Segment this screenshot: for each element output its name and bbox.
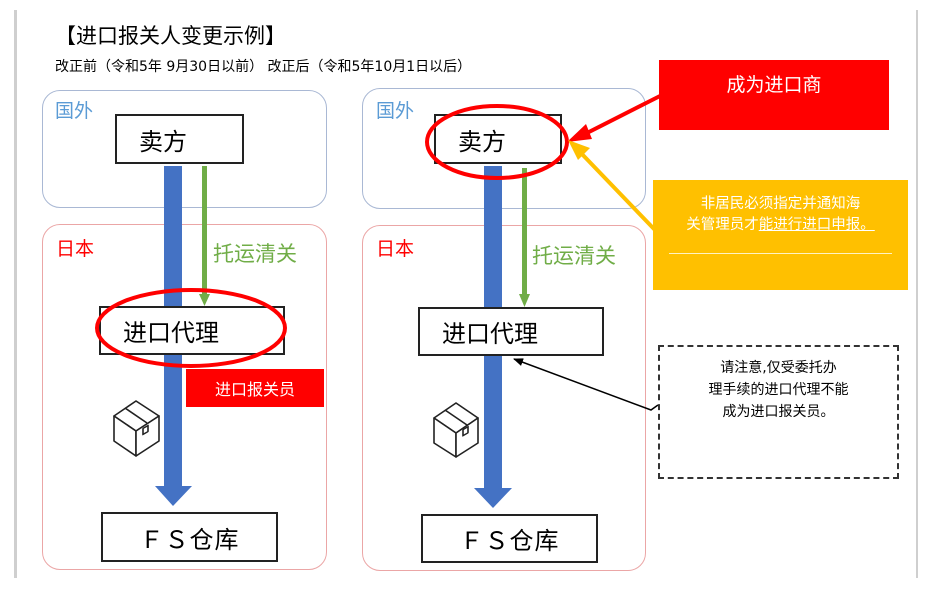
after-agent-node: 进口代理 [418,307,604,356]
before-customs-label: 托运清关 [213,242,297,266]
importer-callout: 成为进口商 [659,60,889,130]
before-agent-highlight-ellipse [95,288,287,368]
page-left-border [14,10,17,578]
nonresident-line-2: 关管理员才能进行进口申报。 [653,215,908,236]
before-abroad-label: 国外 [55,100,94,122]
note-line-3: 成为进口报关员。 [722,404,835,420]
before-abroad-region [42,90,327,208]
before-warehouse-label: ＦＳ仓库 [139,525,240,554]
after-seller-label: 卖方 [458,127,506,156]
nonresident-line-1: 非居民必须指定并通知海 [700,196,861,212]
before-customs-arrow [199,166,210,306]
before-broker-badge: 进口报关员 [186,369,324,407]
before-warehouse-node: ＦＳ仓库 [101,512,278,562]
note-line-1: 请注意,仅受委托办 [720,360,837,376]
nonresident-line-2b: 能进行进口申报。 [758,217,875,233]
after-seller-highlight-ellipse [425,104,569,180]
agent-note-callout: 请注意,仅受委托办 理手续的进口代理不能 成为进口报关员。 [658,345,899,479]
before-package-box-icon [113,400,160,457]
after-abroad-label: 国外 [376,100,415,122]
nonresident-line-2a: 关管理员才 [686,217,759,233]
after-abroad-region [362,88,646,209]
note-arrow [513,358,659,411]
before-agent-node: 进口代理 [99,306,285,355]
nonresident-arrow [568,140,657,232]
before-japan-region [42,224,327,570]
page-title: 【进口报关人变更示例】 [55,24,286,48]
after-package-box-icon [433,402,479,458]
nonresident-callout: 非居民必须指定并通知海 关管理员才能进行进口申报。 [653,180,908,290]
page-right-border [916,10,918,578]
page-subtitle: 改正前（令和5年 9月30日以前） 改正后（令和5年10月1日以后） [55,59,472,75]
importer-arrow [567,94,661,142]
before-seller-label: 卖方 [139,127,187,156]
note-line-2: 理手续的进口代理不能 [708,382,849,398]
after-seller-node: 卖方 [434,114,562,164]
after-agent-label: 进口代理 [442,320,538,348]
after-customs-label: 托运清关 [532,244,616,268]
nonresident-underline [669,253,892,254]
before-japan-label: 日本 [56,238,95,260]
before-seller-node: 卖方 [115,114,244,164]
after-customs-arrow [519,168,530,307]
after-japan-label: 日本 [376,238,415,260]
after-warehouse-node: ＦＳ仓库 [421,514,598,563]
after-warehouse-label: ＦＳ仓库 [459,527,560,555]
before-agent-label: 进口代理 [123,319,219,347]
after-japan-region [362,225,646,571]
